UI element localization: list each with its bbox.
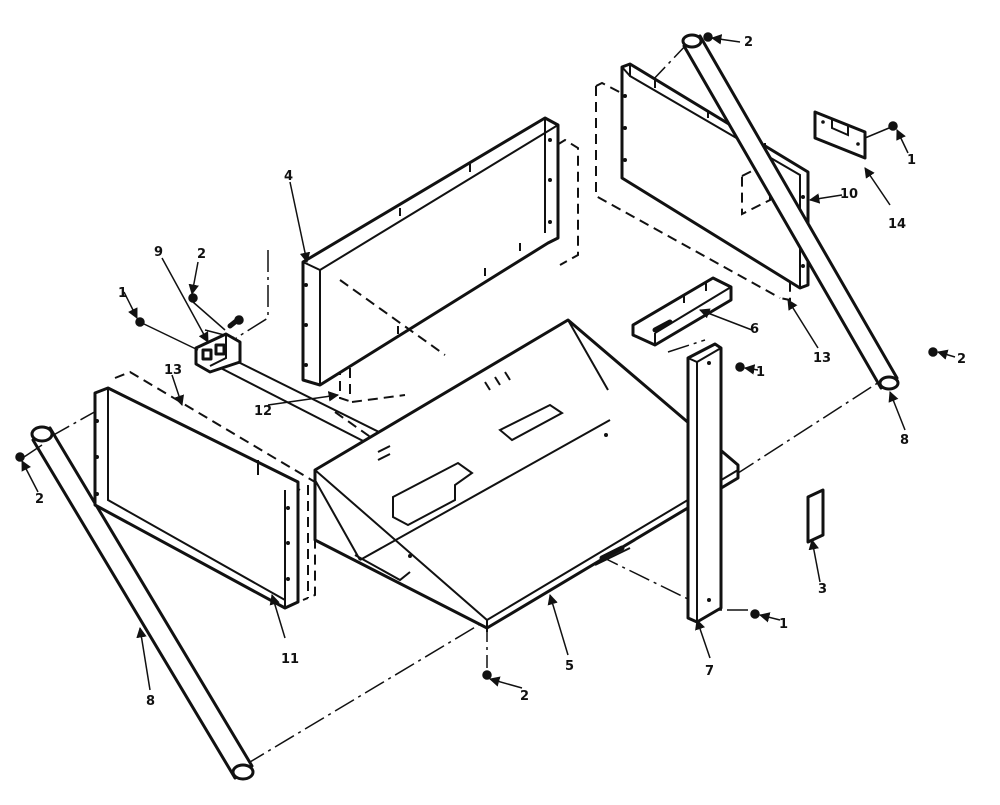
callout-4: 4 bbox=[284, 169, 293, 184]
callout-14: 14 bbox=[888, 217, 906, 232]
callout-12: 12 bbox=[254, 404, 272, 419]
callout-9: 9 bbox=[154, 245, 163, 260]
callout-2-left-bar: 2 bbox=[35, 492, 44, 507]
screw-base-bottom bbox=[482, 670, 492, 680]
upright-7 bbox=[686, 342, 723, 624]
callout-6: 6 bbox=[750, 322, 759, 337]
bar-right bbox=[681, 33, 900, 391]
callout-1-upright-bottom: 1 bbox=[779, 617, 788, 632]
callout-13-left: 13 bbox=[164, 363, 182, 378]
callout-5: 5 bbox=[565, 659, 574, 674]
callout-7: 7 bbox=[705, 664, 714, 679]
callout-1-plate-14: 1 bbox=[907, 153, 916, 168]
callout-8-right: 8 bbox=[900, 433, 909, 448]
bar-left bbox=[30, 425, 255, 781]
angle-bracket-6 bbox=[631, 276, 733, 347]
bracket-plate-14 bbox=[813, 110, 867, 160]
callout-2-bracket: 2 bbox=[197, 247, 206, 262]
center-lines bbox=[49, 42, 891, 766]
bracket-9 bbox=[194, 315, 411, 466]
callout-labels: 4 9 2 1 13 12 2 11 8 2 5 7 1 3 1 6 13 10… bbox=[35, 35, 966, 709]
fasteners bbox=[15, 32, 938, 680]
screw-upright-top bbox=[735, 362, 745, 372]
hidden-joins bbox=[334, 279, 446, 466]
screw-left-bar-top bbox=[15, 452, 25, 462]
callout-leaders bbox=[21, 34, 956, 691]
base-tray bbox=[313, 318, 740, 632]
callout-2-base: 2 bbox=[520, 689, 529, 704]
callout-10: 10 bbox=[840, 187, 858, 202]
screw-bracket-9-side bbox=[135, 317, 145, 327]
callout-11: 11 bbox=[281, 652, 299, 667]
screw-bracket-9 bbox=[188, 293, 198, 303]
screw-plate-14 bbox=[888, 121, 898, 131]
callout-8-left: 8 bbox=[146, 694, 155, 709]
right-panel-assembly bbox=[595, 62, 810, 302]
callout-2-right-bar-top: 2 bbox=[744, 35, 753, 50]
callout-13-right: 13 bbox=[813, 351, 831, 366]
screw-upright-bottom bbox=[750, 609, 760, 619]
screw-right-bar-top bbox=[703, 32, 713, 42]
plate-3 bbox=[806, 488, 825, 544]
callout-3: 3 bbox=[818, 582, 827, 597]
screw-right-bar-bottom bbox=[928, 347, 938, 357]
callout-1-bracket: 1 bbox=[118, 286, 127, 301]
callout-1-upright-top: 1 bbox=[756, 365, 765, 380]
rear-panel-assembly bbox=[301, 116, 579, 403]
callout-2-right-bar-bottom: 2 bbox=[957, 352, 966, 367]
